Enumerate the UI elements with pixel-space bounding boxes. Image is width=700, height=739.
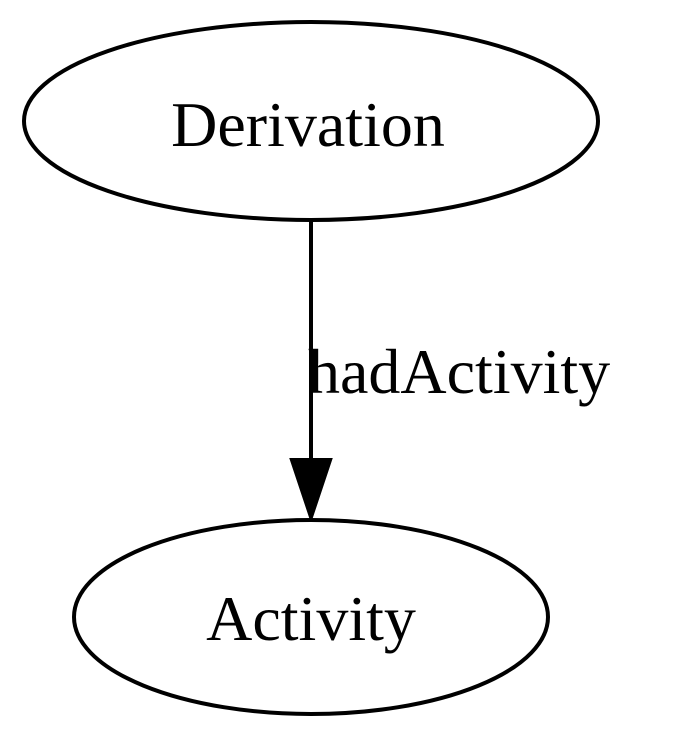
edge-derivation-activity-label: hadActivity: [308, 336, 610, 407]
node-activity: Activity: [72, 518, 550, 716]
edge-arrowhead: [289, 458, 333, 524]
node-derivation-shape: [22, 20, 600, 222]
node-activity-label: Activity: [206, 583, 416, 654]
edge-derivation-activity: hadActivity: [289, 222, 610, 524]
node-activity-shape: [72, 518, 550, 716]
node-derivation: Derivation: [22, 20, 600, 222]
node-derivation-label: Derivation: [171, 89, 445, 160]
